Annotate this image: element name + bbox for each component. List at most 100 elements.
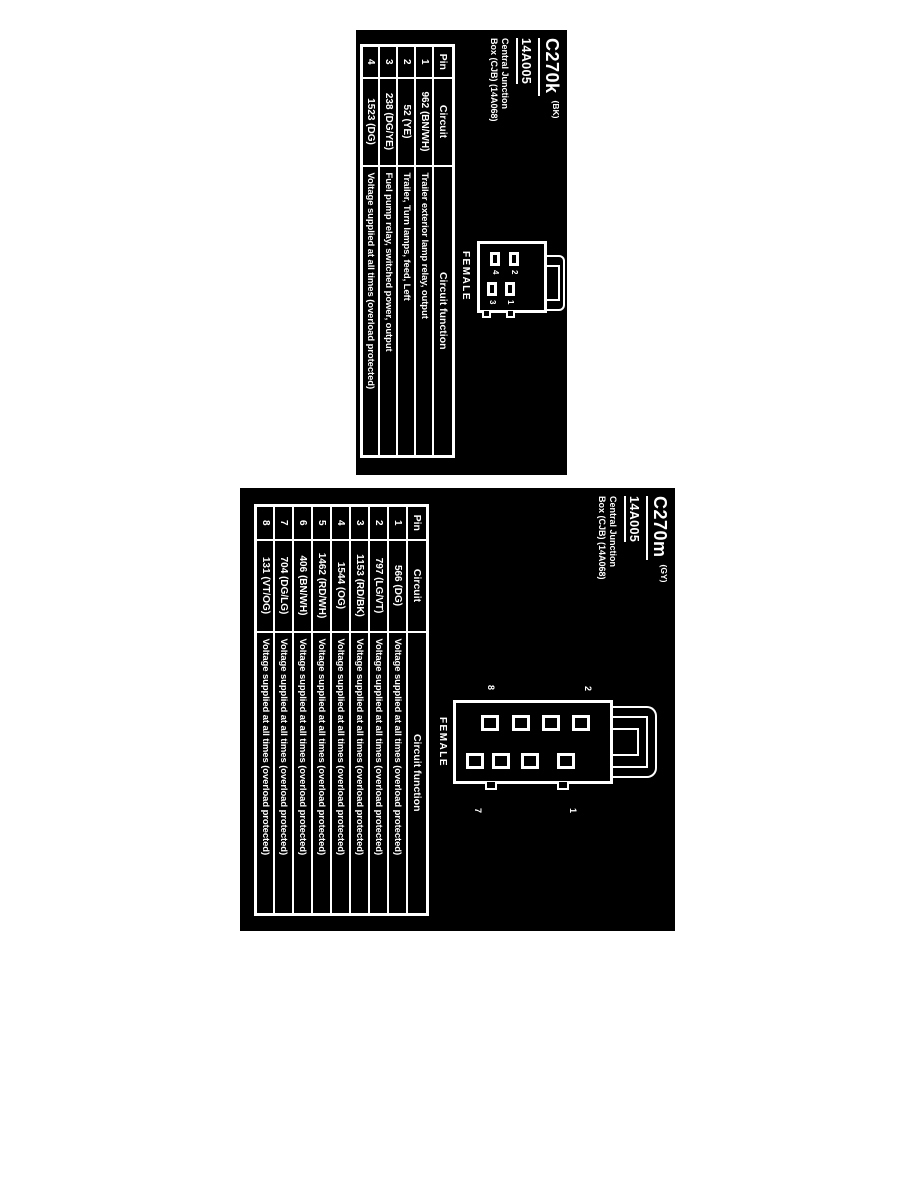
circuit-cell: 1544 (OG)	[331, 539, 351, 632]
pinout-table: Pin Circuit Circuit function 1 566 (DG) …	[254, 504, 429, 916]
pin-slot	[572, 715, 590, 731]
function-cell: Voltage supplied at all times (overload …	[293, 631, 313, 915]
header-circuit-function: Circuit function	[433, 165, 454, 457]
function-cell: Voltage supplied at all times (overload …	[331, 631, 351, 915]
pin-slot	[512, 715, 530, 731]
connector-body: 2 1 4 3	[477, 241, 547, 313]
pin-cell: 1	[415, 45, 434, 78]
pin-slot	[466, 753, 484, 769]
table-row: 4 1523 (DG) Voltage supplied at all time…	[361, 45, 380, 457]
component-line: Box (CJB) (14A068)	[597, 496, 607, 580]
title-row: C270m(GY)	[646, 496, 670, 583]
part-number: 14A005	[624, 496, 641, 543]
header-circuit: Circuit	[407, 539, 428, 632]
pin-number-label: 2	[510, 270, 519, 275]
connector-latch-inner	[613, 728, 639, 756]
connector-panel-c270k: C270k (BK) 14A005 Central Junction Box (C…	[356, 30, 567, 475]
circuit-cell: 962 (BN/WH)	[415, 77, 434, 166]
circuit-cell: 406 (BN/WH)	[293, 539, 313, 632]
table-row: 4 1544 (OG) Voltage supplied at all time…	[331, 505, 351, 915]
circuit-cell: 1153 (RD/BK)	[350, 539, 370, 632]
pin-cell: 4	[331, 505, 351, 540]
pin-number-label: 7	[473, 808, 483, 814]
circuit-cell: 1523 (DG)	[361, 77, 380, 166]
function-cell: Voltage supplied at all times (overload …	[350, 631, 370, 915]
pinout-table: Pin Circuit Circuit function 1 962 (BN/W…	[360, 44, 455, 458]
rotated-content-c270k: C270k (BK) 14A005 Central Junction Box (C…	[356, 30, 567, 475]
pin-cell: 6	[293, 505, 313, 540]
pin-slot	[490, 252, 500, 266]
table-row: 7 704 (DG/LG) Voltage supplied at all ti…	[274, 505, 294, 915]
connector-id: C270k	[538, 38, 562, 96]
pin-slot	[521, 753, 539, 769]
pin-slot	[487, 282, 497, 296]
pin-cell: 5	[312, 505, 332, 540]
gender-label: FEMALE	[460, 250, 471, 302]
pin-cell: 3	[379, 45, 398, 78]
connector-mount-tab	[482, 311, 491, 318]
table-row: 1 566 (DG) Voltage supplied at all times…	[388, 505, 408, 915]
pin-number-label: 1	[568, 808, 578, 814]
pin-number-label: 2	[583, 686, 593, 692]
function-cell: Trailer exterior lamp relay, output	[415, 165, 434, 457]
table-row: 5 1462 (RD/WH) Voltage supplied at all t…	[312, 505, 332, 915]
pin-cell: 2	[397, 45, 416, 78]
connector-body	[453, 700, 613, 784]
pin-slot	[481, 715, 499, 731]
function-cell: Voltage supplied at all times (overload …	[274, 631, 294, 915]
pin-number-label: 4	[491, 270, 500, 275]
table-row: 8 131 (VT/OG) Voltage supplied at all ti…	[255, 505, 275, 915]
table-header-row: Pin Circuit Circuit function	[433, 45, 454, 457]
table-row: 1 962 (BN/WH) Trailer exterior lamp rela…	[415, 45, 434, 457]
table-row: 6 406 (BN/WH) Voltage supplied at all ti…	[293, 505, 313, 915]
pin-cell: 2	[369, 505, 389, 540]
connector-mount-tab	[506, 311, 515, 318]
connector-mount-tab	[485, 782, 497, 790]
circuit-cell: 566 (DG)	[388, 539, 408, 632]
function-cell: Voltage supplied at all times (overload …	[312, 631, 332, 915]
pin-number-label: 3	[488, 300, 497, 305]
pin-slot	[542, 715, 560, 731]
title-block: C270k (BK) 14A005 Central Junction Box (C…	[488, 38, 562, 122]
header-pin: Pin	[407, 505, 428, 540]
pin-cell: 3	[350, 505, 370, 540]
connector-mount-tab	[557, 782, 569, 790]
header-pin: Pin	[433, 45, 454, 78]
component-name: Central Junction Box (CJB) (14A068)	[596, 496, 618, 583]
connector-color-code: (BK)	[551, 100, 561, 119]
table-row: 3 238 (DG/YE) Fuel pump relay, switched …	[379, 45, 398, 457]
pin-slot	[492, 753, 510, 769]
circuit-cell: 238 (DG/YE)	[379, 77, 398, 166]
component-name: Central Junction Box (CJB) (14A068)	[488, 38, 510, 122]
connector-panel-c270m: C270m(GY) 14A005 Central Junction Box (C…	[240, 488, 675, 931]
header-circuit-function: Circuit function	[407, 631, 428, 915]
pin-slot	[505, 282, 515, 296]
circuit-cell: 52 (YE)	[397, 77, 416, 166]
circuit-cell: 704 (DG/LG)	[274, 539, 294, 632]
connector-color-code: (GY)	[659, 564, 669, 583]
pin-number-label: 1	[506, 300, 515, 305]
pin-slot	[509, 252, 519, 266]
table-header-row: Pin Circuit Circuit function	[407, 505, 428, 915]
pin-slot	[557, 753, 575, 769]
function-cell: Voltage supplied at all times (overload …	[255, 631, 275, 915]
rotated-content-c270m: C270m(GY) 14A005 Central Junction Box (C…	[240, 488, 675, 931]
table-row: 2 52 (YE) Trailer, Turn lamps, feed, Lef…	[397, 45, 416, 457]
gender-label: FEMALE	[437, 716, 448, 768]
pin-cell: 7	[274, 505, 294, 540]
pin-cell: 4	[361, 45, 380, 78]
table-row: 3 1153 (RD/BK) Voltage supplied at all t…	[350, 505, 370, 915]
pin-cell: 8	[255, 505, 275, 540]
title-row: C270k (BK)	[538, 38, 562, 122]
component-line: Central Junction	[608, 496, 618, 568]
function-cell: Fuel pump relay, switched power, output	[379, 165, 398, 457]
table-row: 2 797 (LG/VT) Voltage supplied at all ti…	[369, 505, 389, 915]
part-number: 14A005	[516, 38, 533, 85]
circuit-cell: 131 (VT/OG)	[255, 539, 275, 632]
pin-cell: 1	[388, 505, 408, 540]
title-block: C270m(GY) 14A005 Central Junction Box (C…	[596, 496, 670, 583]
component-line: Central Junction	[500, 38, 510, 110]
circuit-cell: 1462 (RD/WH)	[312, 539, 332, 632]
function-cell: Voltage supplied at all times (overload …	[388, 631, 408, 915]
